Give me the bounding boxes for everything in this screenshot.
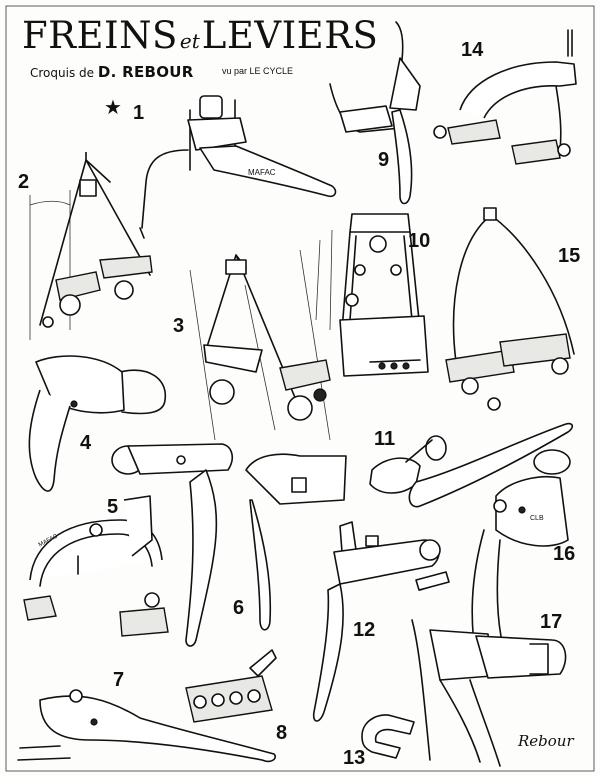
item-number-14: 14 [461,39,484,61]
item-number-8: 8 [276,722,288,744]
drawing-12-lever-screws [312,521,450,722]
item-number-7: 7 [113,669,125,691]
author-name: D. REBOUR [97,63,194,81]
item-number-3: 3 [173,315,185,337]
item-number-17: 17 [540,611,563,633]
title-et: et [179,29,200,53]
item-number-12: 12 [353,619,376,641]
drawing-8-brake-pad [185,649,277,723]
drawing-5-sidepull-caliper [23,495,169,637]
item-number-11: 11 [374,428,396,450]
item-number-1: 1 [133,102,145,124]
engraving-mafac: MAFAC [248,168,276,177]
drawing-3-centerpull-fork [189,249,331,441]
star-icon: ★ [104,95,122,119]
item-number-6: 6 [233,597,245,619]
item-number-15: 15 [558,245,581,267]
drawing-6-lever [111,443,347,647]
engraving-clb: CLB [530,515,544,522]
drawing-7-lever-body [17,689,277,763]
drawing-1-mafac-lever: MAFAC [139,95,337,239]
drawing-4-brake-lever [28,355,167,492]
item-number-4: 4 [80,432,92,454]
drawing-11-long-lever [369,422,574,508]
croquis-label: Croquis de [30,66,95,80]
drawing-2-centerpull-brake [29,152,153,340]
drawing-9-lever [329,21,421,205]
item-number-9: 9 [378,149,390,171]
item-number-2: 2 [18,171,30,193]
title-leviers: LEVIERS [201,14,379,57]
drawing-16-clb-lever: CLB [471,449,571,661]
drawing-13-clip [361,714,415,759]
item-number-16: 16 [553,543,576,565]
artist-signature: Rebour [518,732,574,750]
title-freins: FREINS [22,14,178,57]
subtitle: Croquis de D. REBOUR [30,63,194,81]
item-number-13: 13 [343,747,366,769]
drawing-17-lever [411,619,567,767]
frame-border [5,5,595,772]
drawing-15-cable-caliper [445,207,575,411]
drawing-10-yoke [315,213,429,377]
item-number-5: 5 [107,496,119,518]
vu-par-label: vu par LE CYCLE [222,66,294,76]
item-number-10: 10 [408,230,431,252]
drawing-14-caliper [433,29,577,165]
